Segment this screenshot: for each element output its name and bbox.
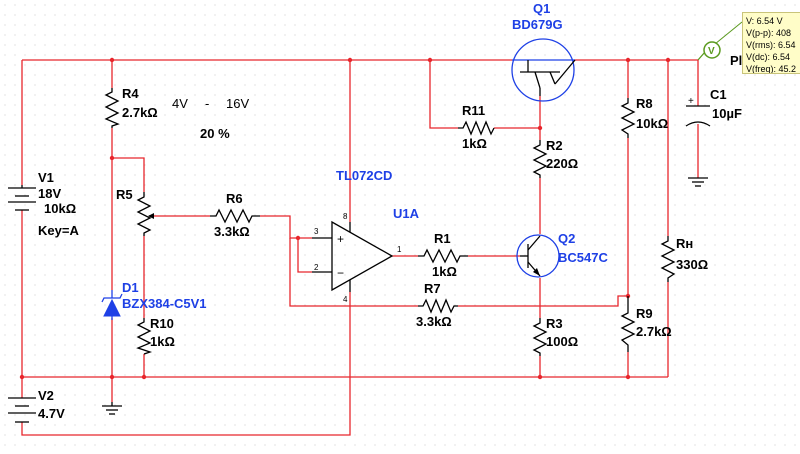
label-v2-value: 4.7V (38, 406, 65, 421)
label-v1-key: Key=A (38, 223, 79, 238)
opamp-pin-3: 3 (314, 227, 319, 236)
resistor-r2-symbol[interactable] (532, 140, 548, 178)
probe-line-vdc: V(dc): 6.54 (746, 52, 791, 62)
label-q2-ref: Q2 (558, 231, 575, 246)
resistor-r10-symbol[interactable] (136, 318, 153, 355)
svg-text:+: + (337, 232, 344, 246)
label-u1-ref: U1A (393, 206, 420, 221)
opamp-pin-2: 2 (314, 263, 319, 272)
label-d1-value: BZX384-C5V1 (122, 296, 207, 311)
label-r6-ref: R6 (226, 191, 243, 206)
probe-line-vfreq: V(freq): 45.2 (746, 64, 797, 74)
label-percent: 20 % (200, 126, 230, 141)
potentiometer-r9-symbol[interactable] (620, 296, 636, 352)
resistor-r6-symbol[interactable] (210, 208, 260, 224)
label-q1-value: BD679G (512, 17, 563, 32)
probe-line-voltage: V: 6.54 V (746, 16, 783, 26)
label-u1-value: TL072CD (336, 168, 392, 183)
label-q1-ref: Q1 (533, 1, 550, 16)
opamp-pin-1: 1 (397, 245, 402, 254)
label-r5-ref: R5 (116, 187, 133, 202)
probe-line-vpp: V(p-p): 408 (746, 28, 792, 38)
label-v2-ref: V2 (38, 388, 54, 403)
label-r11-value: 1kΩ (462, 136, 487, 151)
label-r8-value: 10kΩ (636, 116, 668, 131)
ground-symbol-c1 (688, 177, 708, 187)
label-range-low: 4V (172, 96, 188, 111)
label-rh-value: 330Ω (676, 257, 708, 272)
zener-diode-d1-symbol[interactable] (101, 290, 123, 320)
voltage-probe[interactable]: V (697, 21, 743, 61)
label-c1-value: 10µF (712, 106, 742, 121)
label-r7-ref: R7 (424, 281, 441, 296)
label-r10-value: 1kΩ (150, 334, 175, 349)
opamp-pin-8: 8 (343, 212, 348, 221)
label-r3-ref: R3 (546, 316, 563, 331)
label-r1-ref: R1 (434, 231, 451, 246)
label-r2-ref: R2 (546, 138, 563, 153)
svg-text:−: − (337, 266, 344, 280)
label-r1-value: 1kΩ (432, 264, 457, 279)
resistor-r1-symbol[interactable] (418, 248, 468, 264)
probe-label: Pl (730, 53, 742, 68)
resistor-r4-symbol[interactable] (104, 88, 120, 128)
label-r6-value: 3.3kΩ (214, 224, 250, 239)
probe-readout: V: 6.54 V V(p-p): 408 V(rms): 6.54 V(dc)… (742, 12, 800, 74)
resistor-r7-symbol[interactable] (418, 298, 458, 314)
svg-text:+: + (688, 96, 694, 107)
label-r10-ref: R10 (150, 316, 174, 331)
label-v1-ref: V1 (38, 170, 54, 185)
resistor-r3-symbol[interactable] (532, 318, 548, 356)
label-q2-value: BC547C (558, 250, 608, 265)
label-c1-ref: C1 (710, 87, 727, 102)
label-v1-value: 18V (38, 186, 61, 201)
label-d1-ref: D1 (122, 280, 139, 295)
probe-line-vrms: V(rms): 6.54 (746, 40, 796, 50)
battery-v1-symbol[interactable] (8, 185, 36, 211)
wires (21, 59, 699, 436)
label-range-dash: - (205, 96, 209, 111)
label-range-high: 16V (226, 96, 249, 111)
label-r7-value: 3.3kΩ (416, 314, 452, 329)
ground-symbol-d1 (102, 402, 122, 415)
resistor-r11-symbol[interactable] (458, 120, 495, 136)
label-rh-ref: Rн (676, 236, 693, 251)
label-r11-ref: R11 (462, 103, 485, 118)
opamp-pin-4: 4 (343, 295, 348, 304)
potentiometer-r5-symbol[interactable] (136, 192, 154, 236)
opamp-u1a-symbol[interactable]: + − (312, 220, 394, 292)
label-v1-extra: 10kΩ (44, 201, 76, 216)
label-r4-value: 2.7kΩ (122, 105, 158, 120)
battery-v2-symbol[interactable] (8, 397, 36, 423)
label-r2-value: 220Ω (546, 156, 578, 171)
resistor-r8-symbol[interactable] (620, 98, 636, 138)
label-r3-value: 100Ω (546, 334, 578, 349)
transistor-q1-symbol[interactable] (511, 38, 576, 102)
capacitor-c1-symbol[interactable]: + (685, 96, 711, 127)
resistor-rh-symbol[interactable] (660, 236, 676, 282)
probe-symbol-text: V (708, 46, 715, 57)
transistor-q2-symbol[interactable] (516, 234, 560, 278)
label-r9-ref: R9 (636, 306, 653, 321)
label-r8-ref: R8 (636, 96, 653, 111)
label-r4-ref: R4 (122, 86, 139, 101)
label-r9-value: 2.7kΩ (636, 324, 672, 339)
